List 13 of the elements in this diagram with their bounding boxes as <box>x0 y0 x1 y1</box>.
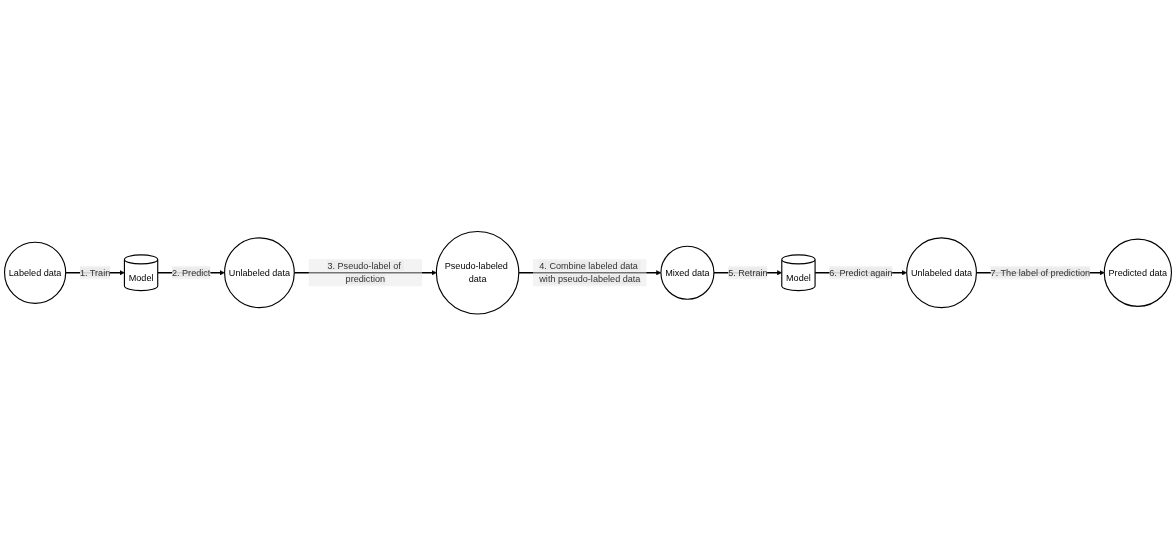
edge-label: 6. Predict again <box>829 267 893 278</box>
node-circle: Mixed data <box>660 245 715 300</box>
node-circle: Unlabeled data <box>224 237 295 308</box>
edge-label: 7. The label of prediction <box>990 267 1091 278</box>
node-circle: Predicted data <box>1103 238 1172 307</box>
edge-label: 5. Retrain <box>728 267 768 278</box>
node-circle: Labeled data <box>4 241 67 304</box>
node-circle: Pseudo-labeled data <box>435 230 520 315</box>
edge-label: 4. Combine labeled data with pseudo-labeled data <box>539 260 641 284</box>
edge-label: 3. Pseudo-label of prediction <box>327 260 401 284</box>
node-circle: Unlabeled data <box>906 237 977 308</box>
edge-label: 2. Predict <box>171 267 211 278</box>
edge-label: 1. Train <box>79 267 111 278</box>
